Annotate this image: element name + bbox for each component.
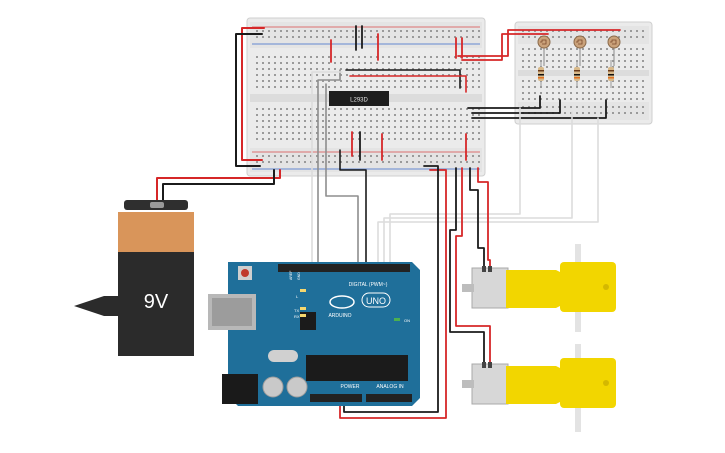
resistor-3[interactable]: [608, 60, 614, 88]
power-label: POWER: [341, 384, 360, 390]
tx-label: TX: [294, 308, 299, 313]
wire-arduino-5v[interactable]: [339, 169, 447, 419]
battery-9v[interactable]: 9V: [74, 200, 194, 356]
on-label: ON: [404, 318, 410, 323]
arduino-model: UNO: [366, 296, 386, 306]
wires: [156, 25, 621, 419]
atmega-chip: [306, 355, 408, 381]
digital-label: DIGITAL (PWM~): [349, 282, 388, 288]
power-header[interactable]: [310, 394, 362, 402]
photoresistor-2[interactable]: [573, 35, 587, 66]
crystal: [268, 350, 298, 362]
arduino-logo: [329, 295, 355, 309]
gnd-label: GND: [297, 272, 301, 280]
wire-rail-black-left[interactable]: [235, 33, 263, 167]
power-jack[interactable]: [222, 374, 258, 404]
battery-label: 9V: [144, 291, 169, 313]
wire-vcc-small[interactable]: [461, 33, 549, 61]
wire-chip-black-3[interactable]: [345, 69, 461, 89]
wire-motor2-black[interactable]: [449, 167, 485, 363]
motor-1[interactable]: [462, 244, 616, 332]
wire-motor1-red[interactable]: [477, 167, 491, 271]
arduino-brand: ARDUINO: [328, 313, 351, 319]
wire-battery-negative[interactable]: [162, 169, 275, 203]
wire-battery-positive[interactable]: [156, 169, 281, 203]
breadboard-holes: [256, 30, 480, 163]
motor-2[interactable]: [462, 344, 616, 432]
wire-arduino-white-4[interactable]: [389, 107, 521, 265]
capacitor-2: [286, 376, 308, 398]
digital-header[interactable]: [278, 264, 410, 272]
resistor-2[interactable]: [574, 60, 580, 88]
photoresistor-3[interactable]: [607, 35, 621, 66]
wire-motor2-red[interactable]: [455, 167, 491, 365]
arduino-uno[interactable]: ARDUINO UNO DIGITAL (PWM~) POWER ANALOG …: [208, 262, 420, 406]
capacitor-1: [262, 376, 284, 398]
wire-arduino-gray-1[interactable]: [317, 69, 341, 265]
wire-arduino-white-1[interactable]: [311, 71, 343, 265]
analog-label: ANALOG IN: [376, 384, 404, 390]
wire-arduino-gnd[interactable]: [343, 165, 439, 413]
wire-gnd-small[interactable]: [471, 99, 561, 114]
resistor-1[interactable]: [538, 60, 544, 88]
chip-label: L293D: [350, 98, 368, 104]
wire-arduino-black-1[interactable]: [339, 149, 367, 265]
wire-arduino-gray-2[interactable]: [325, 83, 359, 265]
wire-gnd-small-3[interactable]: [467, 95, 541, 109]
wire-motor1-black[interactable]: [469, 167, 485, 269]
l293d-chip[interactable]: L293D: [329, 91, 389, 106]
l-led-label: L: [296, 294, 299, 299]
wire-rail-red-left[interactable]: [241, 27, 265, 161]
aref-label: AREF: [289, 271, 293, 280]
wire-vcc-small-2[interactable]: [457, 29, 621, 57]
analog-header[interactable]: [366, 394, 412, 402]
wire-chip-red-3[interactable]: [349, 75, 467, 93]
photoresistor-1[interactable]: [537, 35, 551, 66]
rx-label: RX: [294, 314, 300, 319]
wire-gnd-small-2[interactable]: [471, 99, 607, 119]
